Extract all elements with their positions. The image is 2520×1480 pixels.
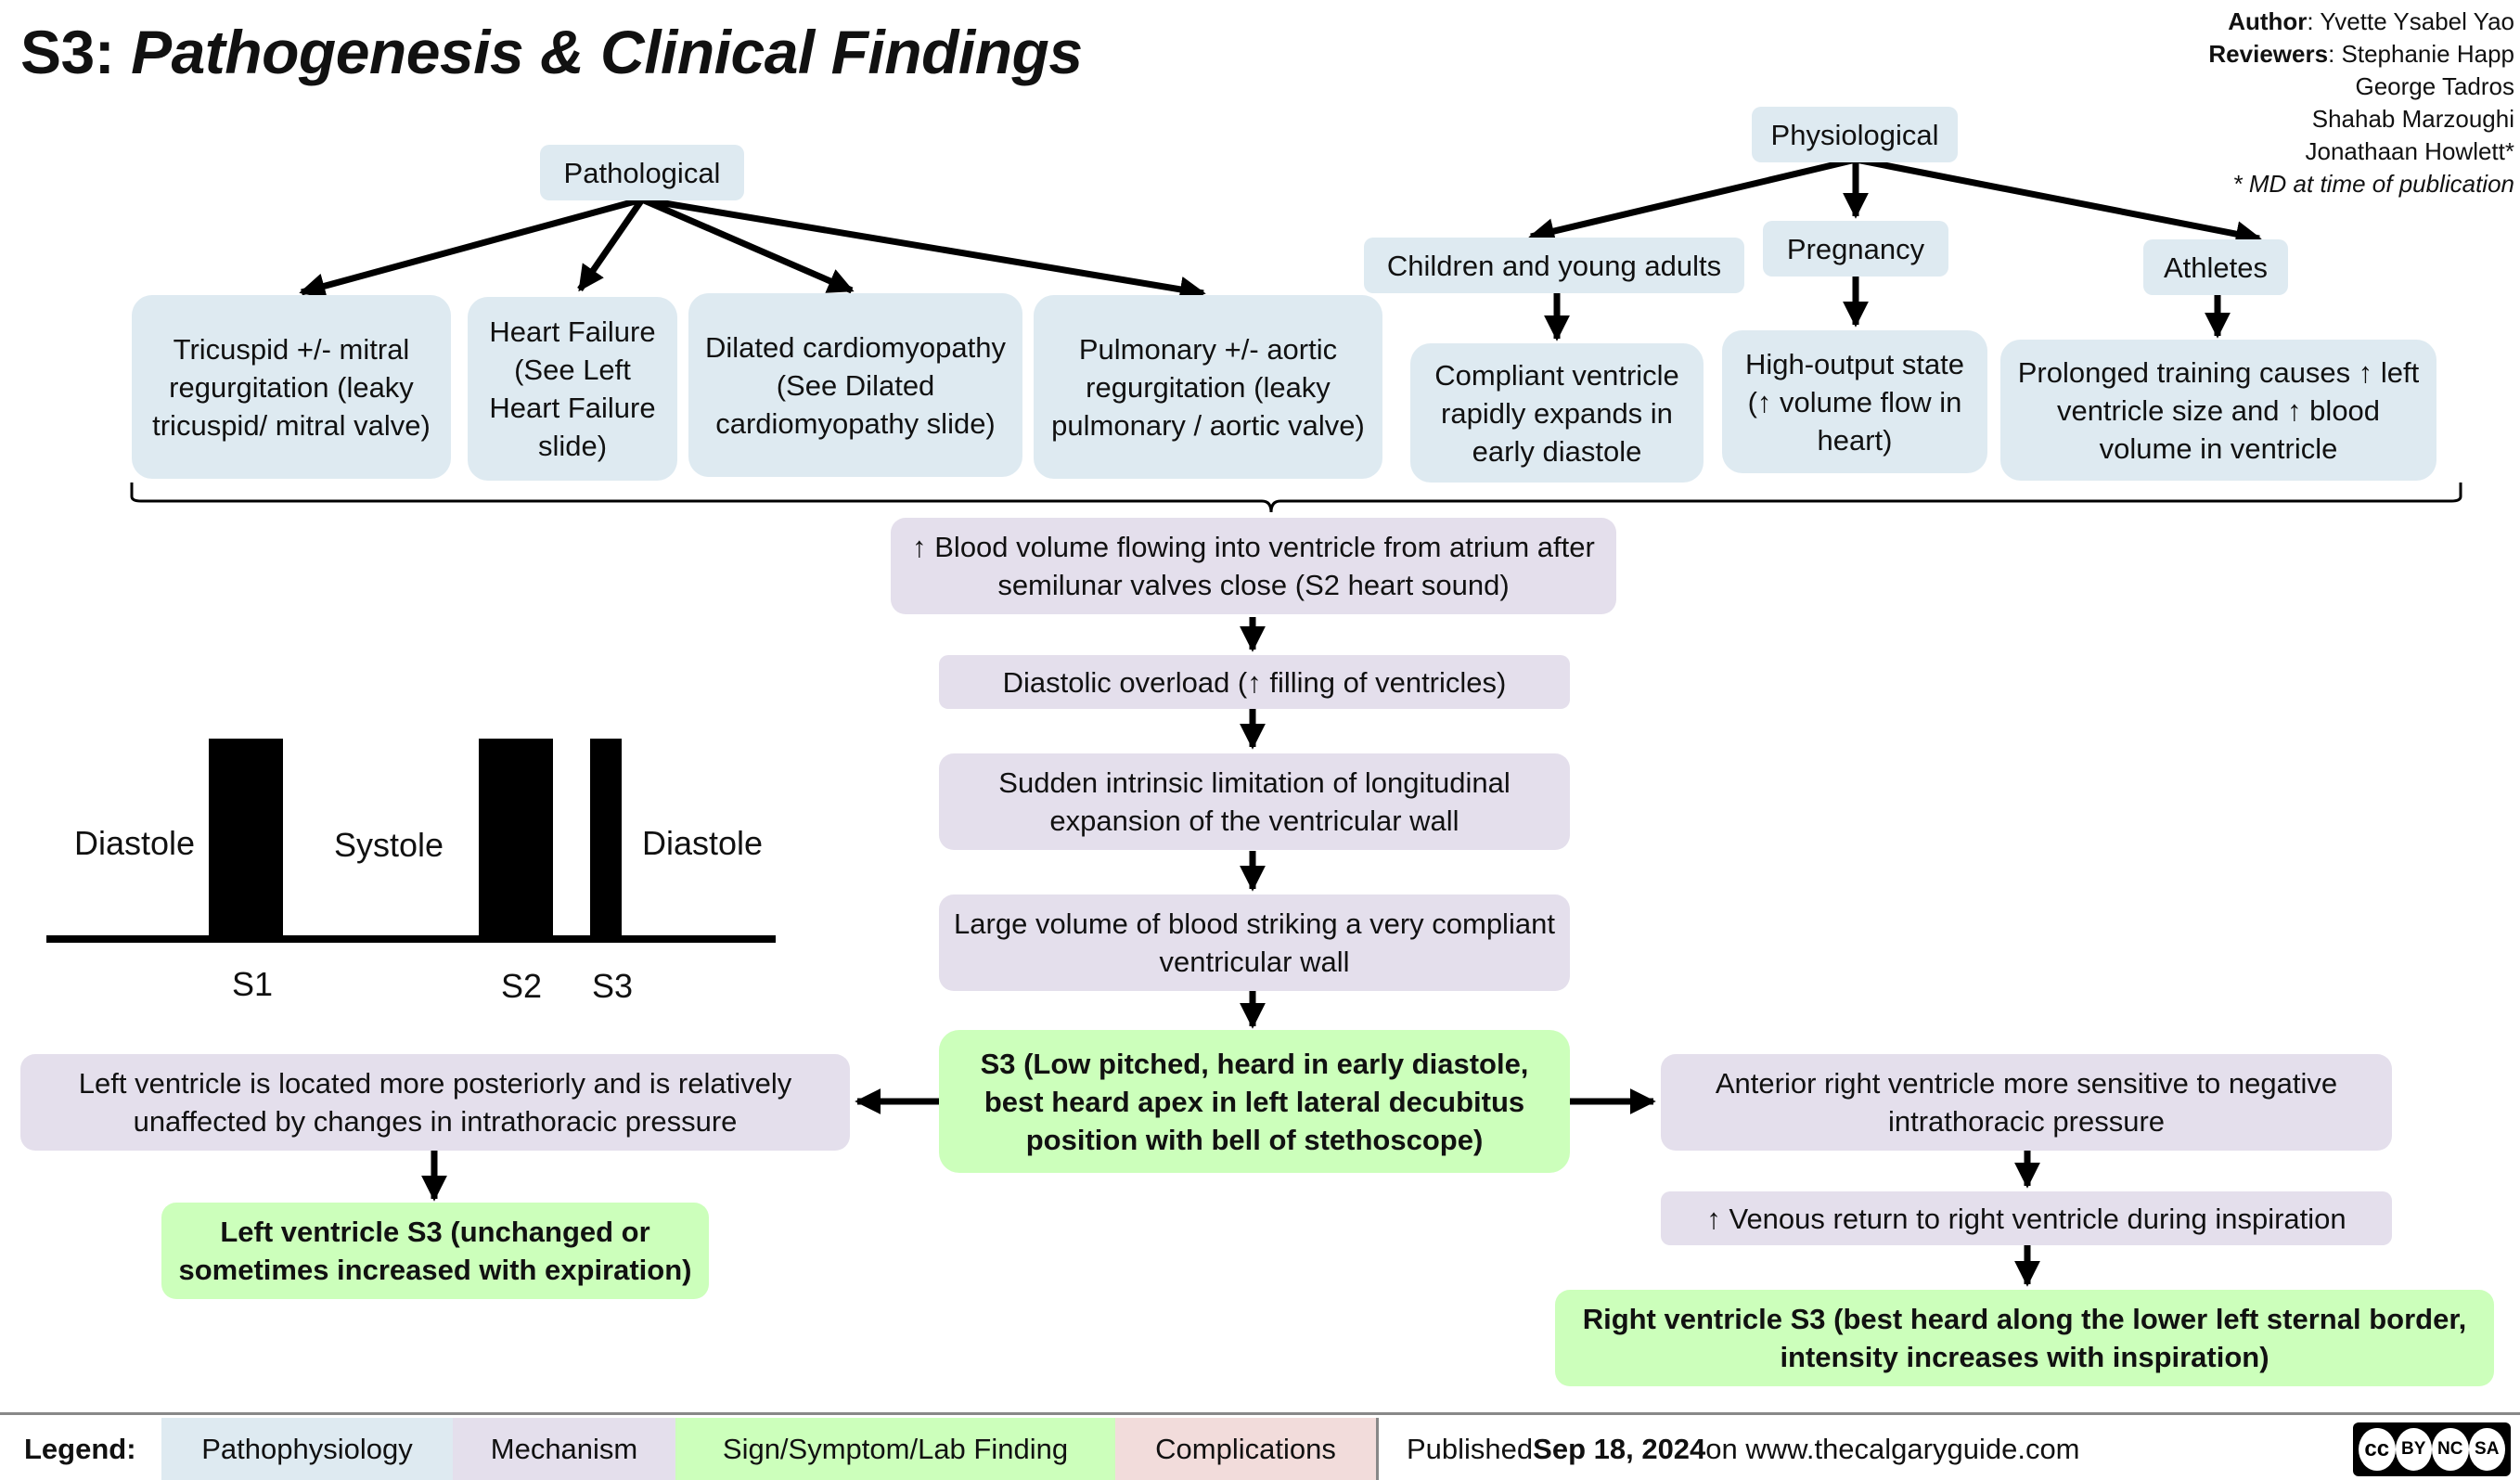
prolonged-node: Prolonged training causes ↑ left ventric… — [2000, 340, 2436, 481]
pulmonary-node: Pulmonary +/- aortic regurgitation (leak… — [1034, 295, 1382, 479]
legend-bar — [0, 1412, 2520, 1480]
pregnancy-node: Pregnancy — [1763, 221, 1948, 277]
large-volume-node: Large volume of blood striking a very co… — [939, 894, 1570, 991]
reviewer-name: George Tadros — [2355, 72, 2514, 100]
waveform-diastole-right: Diastole — [642, 824, 764, 862]
author-label: Author — [2228, 7, 2308, 35]
legend-mechanism: Mechanism — [453, 1418, 675, 1480]
physiological-node: Physiological — [1752, 107, 1958, 162]
s3-bar — [590, 739, 622, 939]
arrow-to-pulmonary — [641, 196, 1206, 302]
cc-nc-badge: NC — [2432, 1428, 2469, 1471]
s1-bar — [209, 739, 283, 939]
legend-complications: Complications — [1115, 1418, 1379, 1480]
athletes-node: Athletes — [2143, 239, 2288, 295]
arrow-to-children — [1528, 156, 1857, 244]
venous-return-node: ↑ Venous return to right ventricle durin… — [1661, 1191, 2392, 1245]
legend-label: Legend: — [24, 1432, 136, 1465]
title-main: Pathogenesis & Clinical Findings — [131, 18, 1083, 86]
high-output-node: High-output state (↑ volume flow in hear… — [1722, 330, 1987, 473]
pathological-node: Pathological — [540, 145, 744, 200]
reviewer-name: Shahab Marzoughi — [2311, 105, 2514, 133]
arrow-to-tricuspid — [299, 196, 643, 299]
cc-sa-badge: SA — [2468, 1428, 2505, 1471]
credits-note: * MD at time of publication — [2232, 170, 2514, 198]
s2-bar — [479, 739, 553, 939]
reviewer-name: : Stephanie Happ — [2328, 40, 2514, 68]
arrow-to-dilated — [640, 196, 855, 294]
creative-commons-icon: cc BY NC SA — [2353, 1422, 2511, 1476]
children-node: Children and young adults — [1364, 238, 1744, 293]
blood-volume-node: ↑ Blood volume flowing into ventricle fr… — [891, 518, 1616, 614]
heart-failure-node: Heart Failure (See Left Heart Failure sl… — [468, 297, 677, 481]
compliant-node: Compliant ventricle rapidly expands in e… — [1410, 343, 1704, 483]
arrow-to-athletes — [1855, 156, 2262, 247]
rv-anterior-node: Anterior right ventricle more sensitive … — [1661, 1054, 2392, 1151]
heart-sound-waveform — [46, 739, 776, 943]
published-prefix: Published — [1407, 1432, 1534, 1465]
waveform-s2-label: S2 — [501, 967, 543, 1005]
author-name: : Yvette Ysabel Yao — [2307, 7, 2514, 35]
dilated-node: Dilated cardiomyopathy (See Dilated card… — [688, 293, 1022, 477]
tricuspid-node: Tricuspid +/- mitral regurgitation (leak… — [132, 295, 451, 479]
reviewer-name: Jonathaan Howlett* — [2305, 137, 2514, 165]
title-prefix: S3: — [20, 18, 115, 86]
waveform-systole: Systole — [334, 826, 444, 864]
legend-sign-symptom: Sign/Symptom/Lab Finding — [675, 1418, 1115, 1480]
sudden-limitation-node: Sudden intrinsic limitation of longitudi… — [939, 753, 1570, 850]
published-date: Sep 18, 2024 — [1533, 1432, 1706, 1465]
reviewers-line: Reviewers: Stephanie Happ — [2208, 38, 2514, 71]
rv-s3-node: Right ventricle S3 (best heard along the… — [1555, 1290, 2494, 1386]
published-suffix: on www.thecalgaryguide.com — [1705, 1432, 2080, 1465]
grouping-brace — [130, 483, 2462, 513]
s3-node: S3 (Low pitched, heard in early diastole… — [939, 1030, 1570, 1173]
legend-pathophysiology: Pathophysiology — [161, 1418, 453, 1480]
lv-posterior-node: Left ventricle is located more posterior… — [20, 1054, 850, 1151]
lv-s3-node: Left ventricle S3 (unchanged or sometime… — [161, 1203, 709, 1299]
arrow-to-heart-failure — [577, 198, 645, 292]
cc-badge: cc — [2359, 1428, 2396, 1471]
credits: Author: Yvette Ysabel Yao Reviewers: Ste… — [2208, 6, 2514, 200]
reviewers-label: Reviewers — [2208, 40, 2329, 68]
waveform-s1-label: S1 — [232, 965, 274, 1003]
publication-info: Published Sep 18, 2024 on www.thecalgary… — [1407, 1418, 2080, 1480]
page-title: S3: Pathogenesis & Clinical Findings — [20, 17, 1083, 87]
waveform-diastole-left: Diastole — [74, 824, 196, 862]
diastolic-overload-node: Diastolic overload (↑ filling of ventric… — [939, 655, 1570, 709]
author-line: Author: Yvette Ysabel Yao — [2208, 6, 2514, 38]
cc-by-badge: BY — [2395, 1428, 2432, 1471]
waveform-s3-label: S3 — [592, 967, 634, 1005]
